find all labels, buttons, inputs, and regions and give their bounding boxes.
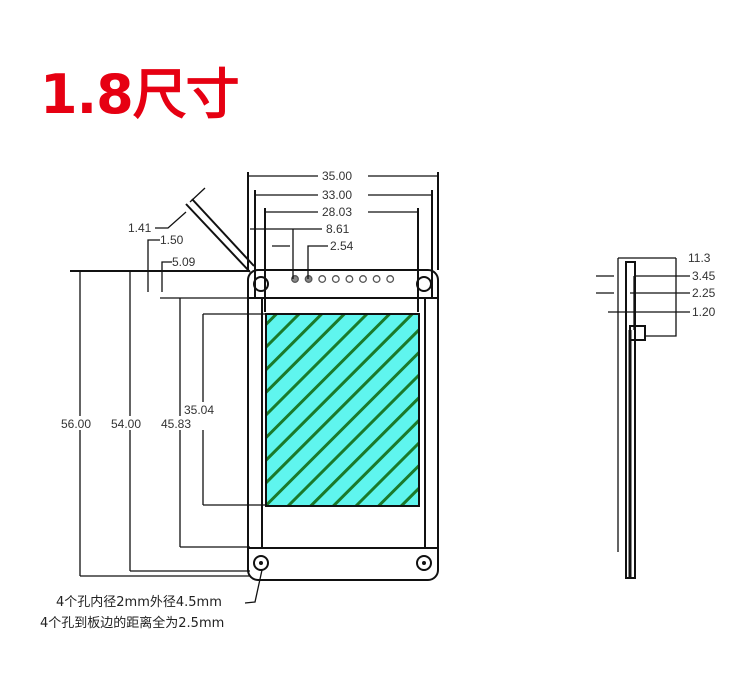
dim-56-00: 56.00 (61, 417, 91, 431)
side-dim-11-3: 11.3 (688, 251, 711, 265)
side-dim-2-25: 2.25 (692, 286, 716, 300)
dim-35-04: 35.04 (184, 403, 214, 417)
pin-hole (359, 275, 367, 283)
dim-28-03: 28.03 (322, 205, 352, 219)
pin-hole (372, 275, 381, 283)
display-area (265, 313, 420, 507)
pin-header (291, 275, 395, 283)
dim-1-41: 1.41 (128, 221, 152, 235)
dim-1-50: 1.50 (160, 233, 184, 247)
pin-hole (345, 275, 354, 283)
side-dim-1-20: 1.20 (692, 305, 716, 319)
dim-35-00: 35.00 (322, 169, 352, 183)
pin-hole (386, 275, 395, 283)
hole-edge-distance-note: 4个孔到板边的距离全为2.5mm (40, 615, 224, 631)
dim-2-54: 2.54 (330, 239, 354, 253)
dim-45-83: 45.83 (161, 417, 191, 431)
pin-hole (318, 275, 327, 283)
dim-5-09: 5.09 (172, 255, 196, 269)
dim-33-00: 33.00 (322, 188, 352, 202)
dim-54-00: 54.00 (111, 417, 141, 431)
note-leader (244, 569, 263, 604)
corner-dimensions: 1.41 1.50 5.09 (70, 187, 255, 299)
top-dimensions: 35.00 33.00 28.03 8.61 2.54 (247, 168, 439, 312)
side-dim-3-45: 3.45 (692, 269, 716, 283)
left-dimensions: 56.00 54.00 45.83 35.04 (58, 271, 266, 577)
side-view: 11.3 3.45 2.25 1.20 (596, 251, 716, 579)
dim-8-61: 8.61 (326, 222, 350, 236)
board-outline (247, 269, 439, 581)
page-title: 1.8尺寸 (40, 63, 240, 126)
hole-diameter-note: 4个孔内径2mm外径4.5mm (56, 594, 222, 610)
pin-hole (331, 275, 340, 283)
